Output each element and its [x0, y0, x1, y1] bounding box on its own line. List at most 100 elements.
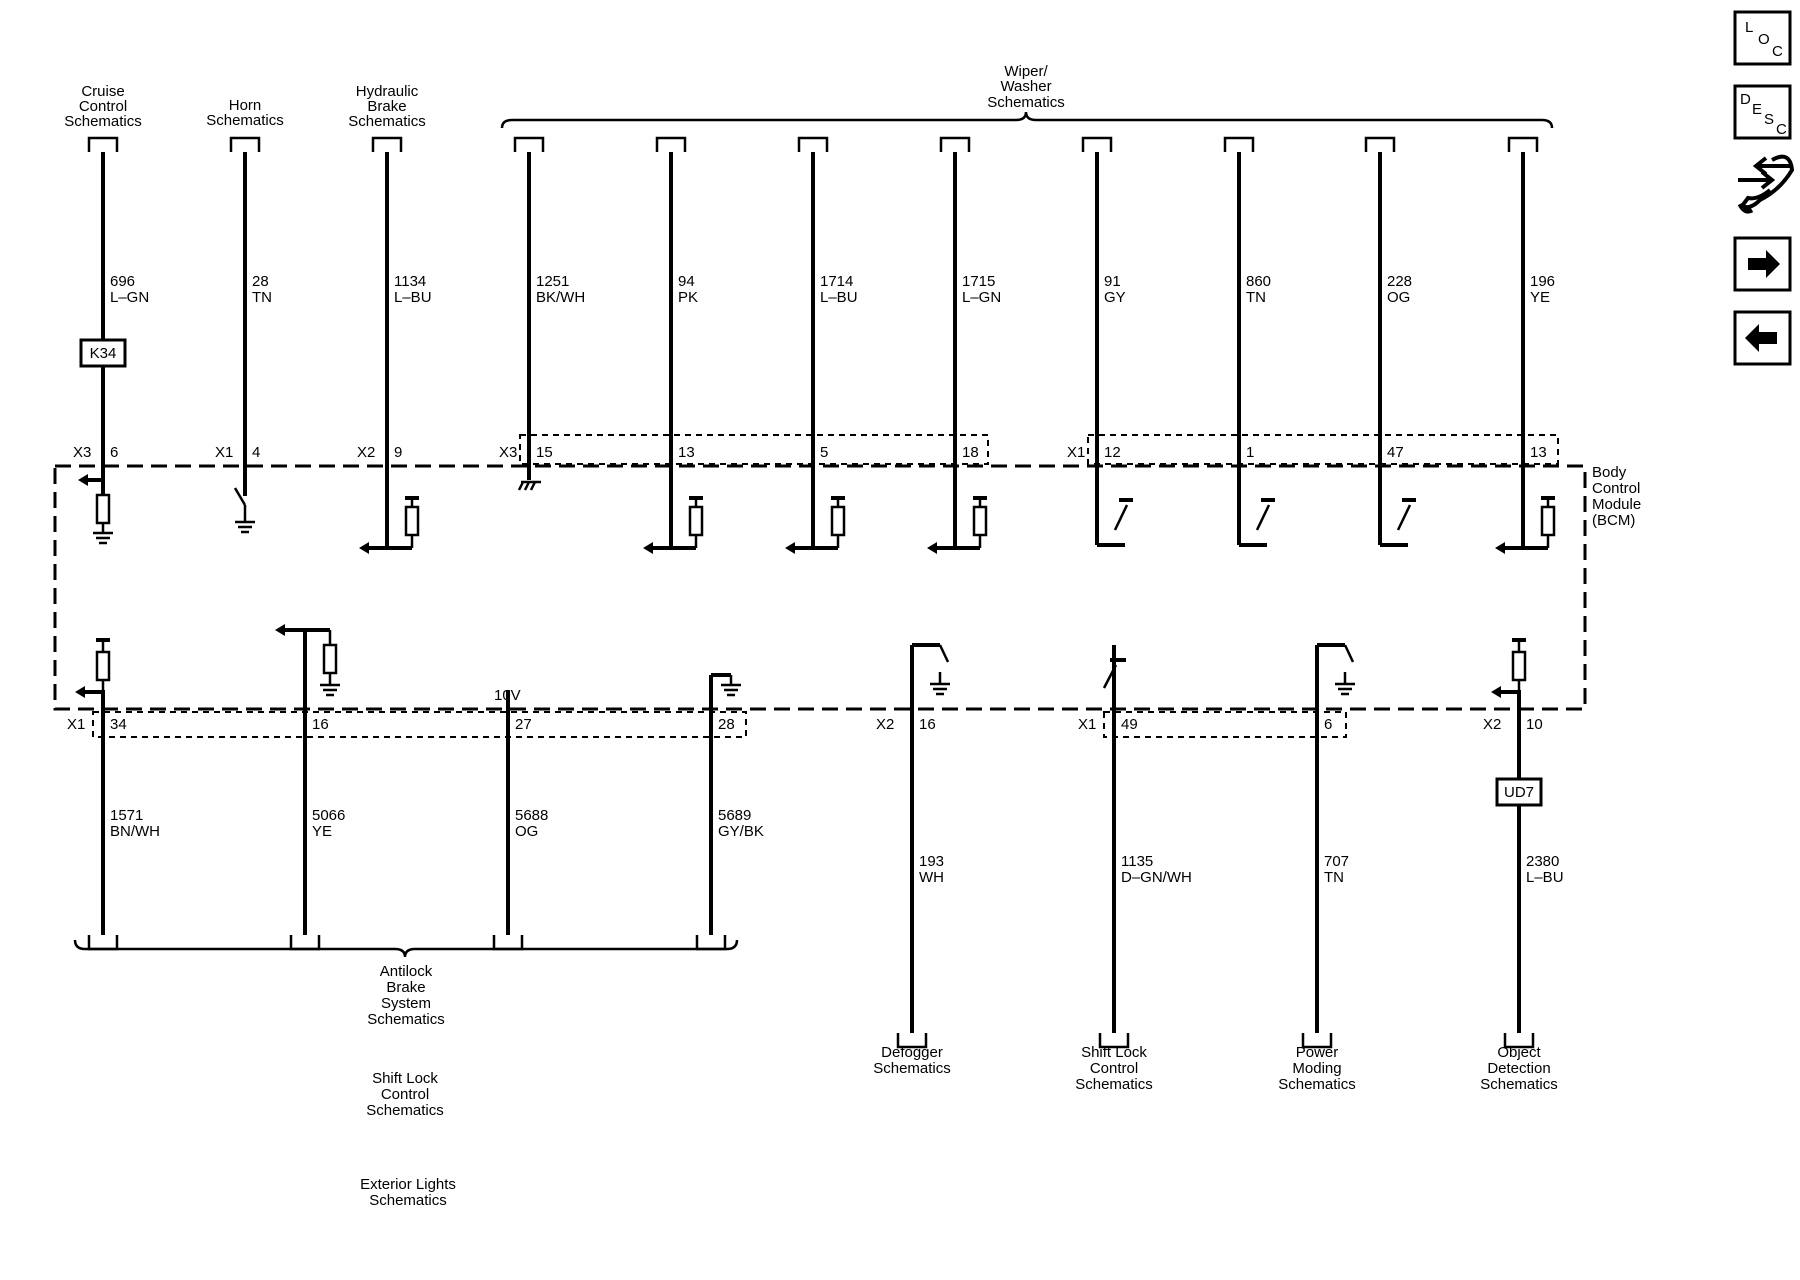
connector-terminal	[695, 935, 727, 951]
connector-id: X3	[499, 444, 517, 461]
wire-color-code: YE	[312, 823, 332, 840]
pin-number: 47	[1387, 444, 1404, 461]
wire-color-code: BK/WH	[536, 289, 585, 306]
prev-page-button[interactable]	[1733, 310, 1792, 366]
svg-text:Schematics: Schematics	[873, 1060, 951, 1077]
switch-contact	[1113, 504, 1129, 531]
resistor	[322, 643, 338, 675]
wire-circuit-number: 1251	[536, 273, 569, 290]
dest-power-moding: Power Moding Schematics	[1278, 1044, 1356, 1093]
wire-circuit-number: 193	[919, 853, 944, 870]
signal-arrow	[643, 542, 653, 554]
resistor	[1511, 650, 1527, 682]
svg-text:Schematics: Schematics	[1075, 1076, 1153, 1093]
wire-circuit-number: 196	[1530, 273, 1555, 290]
svg-text:Control: Control	[381, 1086, 429, 1103]
svg-text:Brake: Brake	[367, 98, 406, 115]
svg-text:Schematics: Schematics	[367, 1011, 445, 1028]
connector-id: X1	[1078, 716, 1096, 733]
connector-terminal	[896, 1033, 928, 1049]
svg-text:Control: Control	[79, 98, 127, 115]
connector-id: X3	[73, 444, 91, 461]
resistor	[1540, 505, 1556, 537]
wire-circuit-number: 94	[678, 273, 695, 290]
wire-color-code: BN/WH	[110, 823, 160, 840]
wire-circuit-number: 28	[252, 273, 269, 290]
wire-circuit-number: 1571	[110, 807, 143, 824]
component-label: K34	[90, 345, 117, 362]
dest-object-detection: Object Detection Schematics	[1480, 1044, 1558, 1093]
pin-number: 13	[678, 444, 695, 461]
connector-tool-icon[interactable]	[1737, 154, 1795, 214]
svg-text:S: S	[1764, 111, 1774, 128]
ground-symbol	[930, 682, 950, 696]
wiper-group-brace	[500, 111, 1554, 129]
signal-arrow	[1495, 542, 1505, 554]
wire-color-code: TN	[1246, 289, 1266, 306]
svg-text:Schematics: Schematics	[1480, 1076, 1558, 1093]
dest-horn: Horn Schematics	[206, 97, 284, 129]
connector-terminal	[797, 136, 829, 152]
svg-text:C: C	[1776, 121, 1787, 138]
svg-text:Detection: Detection	[1487, 1060, 1550, 1077]
connector-terminal	[229, 136, 261, 152]
svg-text:Shift Lock: Shift Lock	[372, 1070, 438, 1087]
switch-contact	[1343, 644, 1355, 663]
svg-text:Body: Body	[1592, 464, 1627, 481]
pin-number: 10	[1526, 716, 1543, 733]
wire-circuit-number: 1715	[962, 273, 995, 290]
resistor	[830, 505, 846, 537]
connector-id: X2	[1483, 716, 1501, 733]
wire-color-code: TN	[252, 289, 272, 306]
resistor	[972, 505, 988, 537]
connector-terminal	[1223, 136, 1255, 152]
ground-symbol	[721, 683, 741, 697]
wire-circuit-number: 1134	[394, 273, 426, 290]
svg-text:Power: Power	[1296, 1044, 1339, 1061]
loc-button[interactable]: L O C	[1733, 10, 1792, 66]
svg-text:Module: Module	[1592, 496, 1641, 513]
signal-arrow	[78, 474, 88, 486]
svg-text:Object: Object	[1497, 1044, 1541, 1061]
svg-text:Wiper/: Wiper/	[1004, 63, 1048, 80]
connector-group-x3-top	[519, 434, 989, 465]
wire-circuit-number: 696	[110, 273, 135, 290]
signal-arrow	[785, 542, 795, 554]
wire-circuit-number: 707	[1324, 853, 1349, 870]
svg-text:Schematics: Schematics	[366, 1102, 444, 1119]
connector-terminal	[87, 935, 119, 951]
next-page-button[interactable]	[1733, 236, 1792, 292]
svg-text:System: System	[381, 995, 431, 1012]
dest-wiper-washer: Wiper/ Washer Schematics	[987, 63, 1065, 111]
dest-hydraulic-brake: Hydraulic Brake Schematics	[348, 83, 426, 130]
svg-text:Shift Lock: Shift Lock	[1081, 1044, 1147, 1061]
connector-terminal	[1507, 136, 1539, 152]
svg-text:Defogger: Defogger	[881, 1044, 943, 1061]
wire-color-code: GY	[1104, 289, 1126, 306]
connector-terminal	[492, 935, 524, 951]
pin-number: 6	[1324, 716, 1332, 733]
pin-number: 16	[312, 716, 329, 733]
wire-circuit-number: 1714	[820, 273, 853, 290]
svg-text:O: O	[1758, 31, 1770, 48]
wire-color-code: L–BU	[394, 289, 432, 306]
svg-text:Control: Control	[1592, 480, 1640, 497]
resistor	[688, 505, 704, 537]
pin-number: 18	[962, 444, 979, 461]
ground-symbol	[93, 531, 113, 545]
pin-number: 34	[110, 716, 127, 733]
wire-circuit-number: 2380	[1526, 853, 1559, 870]
pin-number: 15	[536, 444, 553, 461]
signal-arrow	[275, 624, 285, 636]
wire-color-code: L–GN	[962, 289, 1001, 306]
desc-button[interactable]: D E S C	[1733, 84, 1792, 140]
svg-text:Hydraulic: Hydraulic	[356, 83, 419, 100]
